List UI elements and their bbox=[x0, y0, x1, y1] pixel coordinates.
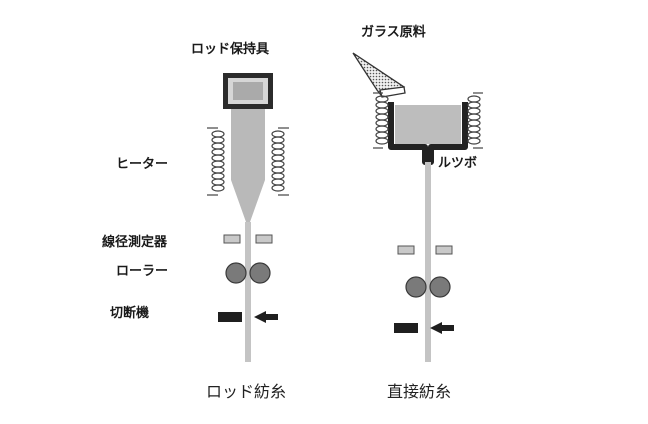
rollers-right bbox=[405, 276, 451, 298]
label-cutter: 切断機 bbox=[110, 306, 150, 321]
direct-fiber bbox=[425, 162, 431, 362]
rod-spinning-apparatus bbox=[207, 73, 289, 362]
heater-left bbox=[207, 127, 225, 196]
rod-holder bbox=[223, 73, 273, 109]
label-diameter-gauge: 線径測定器 bbox=[102, 235, 168, 250]
rollers-left bbox=[225, 262, 271, 284]
label-heater: ヒーター bbox=[116, 157, 169, 172]
crucible-heater-right bbox=[467, 92, 483, 149]
diameter-gauge-right bbox=[397, 245, 453, 255]
label-crucible: ルツボ bbox=[438, 156, 478, 171]
caption-direct-spinning: 直接紡糸 bbox=[387, 382, 452, 401]
label-glass-material: ガラス原料 bbox=[361, 25, 426, 40]
crucible-heater-left bbox=[373, 92, 389, 149]
crucible bbox=[388, 102, 468, 165]
heater-right bbox=[271, 127, 289, 196]
cutter-right bbox=[394, 322, 454, 334]
glass-material-hopper bbox=[352, 52, 406, 98]
caption-rod-spinning: ロッド紡糸 bbox=[206, 382, 287, 401]
label-roller: ローラー bbox=[116, 264, 169, 279]
direct-spinning-apparatus bbox=[352, 52, 483, 362]
glass-rod bbox=[231, 109, 265, 222]
diameter-gauge-left bbox=[223, 234, 273, 244]
label-rod-holder: ロッド保持具 bbox=[191, 42, 270, 57]
rod-fiber bbox=[245, 222, 251, 362]
cutter-left bbox=[218, 311, 278, 323]
